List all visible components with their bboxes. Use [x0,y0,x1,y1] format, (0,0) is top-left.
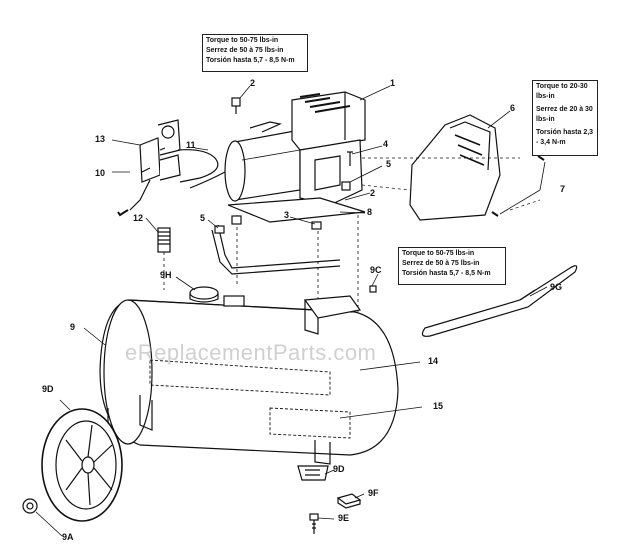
callout-13: 13 [95,134,106,144]
callout-15: 15 [433,401,444,411]
torque-note-top: Torque to 50-75 lbs-in Serrez de 50 à 75… [202,34,308,72]
note-line: Torque to 20-30 lbs-in [536,83,588,100]
torque-note-middle: Torque to 50-75 lbs-in Serrez de 50 à 75… [398,247,506,285]
callout-9h: 9H [160,270,172,280]
note-line: Torsión hasta 5,7 - 8,5 N-m [206,57,295,64]
callout-5-right: 5 [386,159,392,169]
discharge-tube [177,149,226,189]
note-line: Serrez de 20 à 30 lbs-in [536,106,593,123]
callout-7: 7 [560,184,566,194]
callout-9e: 9E [338,513,350,523]
callout-9d-foot: 9D [333,464,345,474]
callout-14: 14 [428,356,439,366]
note-line: Serrez de 50 à 75 lbs-in [402,260,480,267]
shroud [409,114,501,221]
callout-10: 10 [95,168,106,178]
callout-9f: 9F [368,488,379,498]
rubber-foot [297,465,329,481]
motor-pump-assembly [224,91,366,312]
bolt-9e [309,513,319,534]
fittings [214,97,377,293]
callout-6: 6 [510,103,516,113]
note-line: Serrez de 50 à 75 lbs-in [206,47,284,54]
note-line: Torque to 50-75 lbs-in [206,37,279,44]
tank-bracket [223,295,362,335]
watermark: eReplacementParts.com [125,340,377,365]
handle-9g [421,265,578,337]
callout-9c: 9C [370,265,382,275]
callout-5-left: 5 [200,213,206,223]
callout-11: 11 [186,140,196,150]
callout-1: 1 [390,78,396,88]
outlet-tube [211,224,341,275]
pressure-switch-manifold [117,119,181,217]
callout-9g: 9G [550,282,563,292]
callout-9: 9 [70,322,76,332]
torque-note-right: Torque to 20-30 lbs-in Serrez de 20 à 30… [532,80,598,156]
nipple [157,227,171,290]
callout-2-top: 2 [250,78,256,88]
callout-9a: 9A [62,532,74,542]
air-tank [99,286,399,465]
note-line: Torsión hasta 2,3 - 3,4 N-m [536,129,594,146]
callout-12: 12 [133,213,144,223]
nut-9f [336,493,362,509]
note-line: Torque to 50-75 lbs-in [402,250,475,257]
callout-4: 4 [383,139,389,149]
note-line: Torsión hasta 5,7 - 8,5 N-m [402,270,491,277]
callout-2-mid: 2 [370,188,376,198]
washer-9a [22,498,38,514]
shroud-screws [361,155,545,217]
callout-8: 8 [367,207,373,217]
wheel [41,408,123,522]
callout-9d-wheel: 9D [42,384,54,394]
callout-3: 3 [284,210,290,220]
leader-lines [35,85,548,537]
